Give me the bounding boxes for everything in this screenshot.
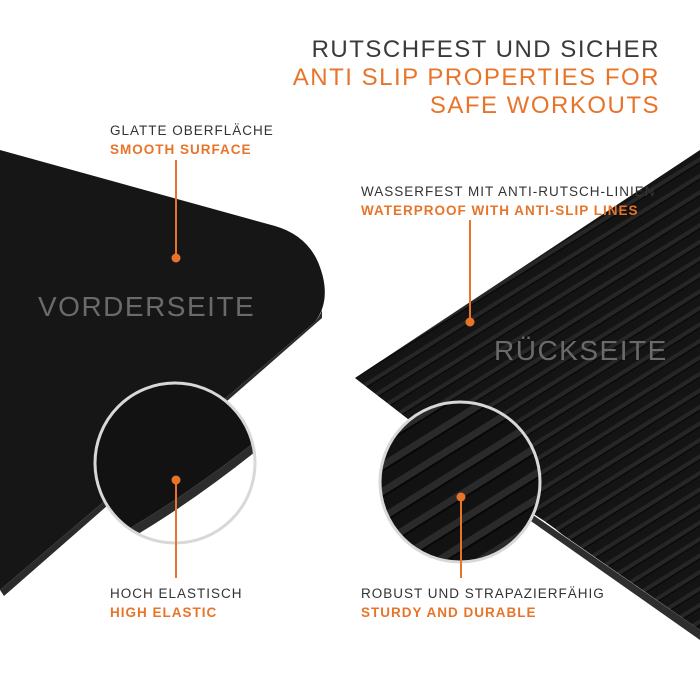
front-mat-edge — [0, 310, 322, 596]
headline-german: RUTSCHFEST UND SICHER — [311, 36, 660, 63]
callout-dot-back-bottom — [456, 492, 466, 502]
back-side-label: RÜCKSEITE — [494, 335, 668, 366]
feature-label-de: HOCH ELASTISCH — [110, 586, 243, 601]
feature-label-high-elastic: HOCH ELASTISCH HIGH ELASTIC — [110, 584, 243, 622]
feature-label-de: ROBUST UND STRAPAZIERFÄHIG — [361, 586, 605, 601]
feature-label-en: STURDY AND DURABLE — [361, 605, 537, 620]
back-mat-edge — [518, 506, 700, 640]
feature-label-en: WATERPROOF WITH ANTI-SLIP LINES — [361, 203, 639, 218]
headline-english: ANTI SLIP PROPERTIES FOR SAFE WORKOUTS — [292, 64, 660, 119]
feature-label-smooth-surface: GLATTE OBERFLÄCHE SMOOTH SURFACE — [110, 121, 274, 159]
back-mat — [355, 150, 700, 630]
front-mat — [0, 150, 325, 590]
callout-dot-front-top — [171, 253, 181, 263]
feature-label-en: SMOOTH SURFACE — [110, 142, 252, 157]
callout-dot-front-bottom — [171, 475, 181, 485]
front-side-label: VORDERSEITE — [38, 291, 256, 322]
feature-label-de: GLATTE OBERFLÄCHE — [110, 123, 274, 138]
feature-label-de: WASSERFEST MIT ANTI-RUTSCH-LINIEN — [361, 184, 656, 199]
feature-label-en: HIGH ELASTIC — [110, 605, 218, 620]
feature-label-sturdy: ROBUST UND STRAPAZIERFÄHIG STURDY AND DU… — [361, 584, 605, 622]
feature-label-waterproof: WASSERFEST MIT ANTI-RUTSCH-LINIEN WATERP… — [361, 182, 656, 220]
callout-dot-back-top — [465, 317, 475, 327]
